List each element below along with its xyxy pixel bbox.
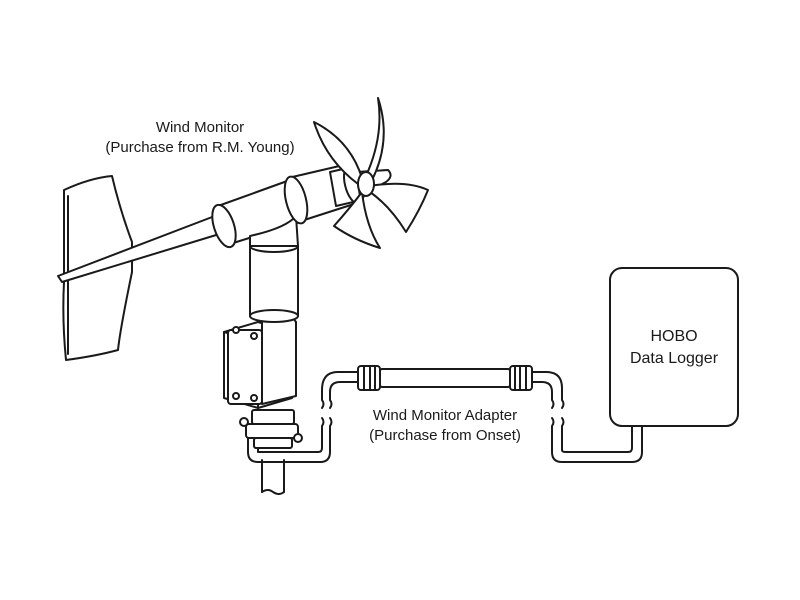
hobo-data-logger: [609, 267, 739, 427]
cable-left: [247, 371, 363, 463]
wind-monitor-label-line2: (Purchase from R.M. Young): [105, 139, 295, 156]
adapter-label-line1: Wind Monitor Adapter: [372, 407, 518, 424]
junction-box: [223, 313, 297, 409]
cable-right: [527, 371, 643, 463]
mounting-clamp: [239, 409, 303, 449]
wind-monitor-adapter: [357, 365, 533, 391]
propeller: [313, 97, 429, 249]
wind-monitor-label-line1: Wind Monitor: [155, 119, 245, 136]
monitor-mast: [249, 239, 299, 323]
adapter-label: Wind Monitor Adapter (Purchase from Onse…: [330, 406, 560, 446]
logger-label: HOBO Data Logger: [612, 326, 736, 370]
logger-label-line2: Data Logger: [629, 350, 719, 367]
wind-monitor-label: Wind Monitor (Purchase from R.M. Young): [70, 118, 330, 158]
mast-pole: [261, 459, 285, 495]
logger-label-line1: HOBO: [650, 328, 698, 345]
cable-break-marks: [318, 399, 566, 427]
adapter-label-line2: (Purchase from Onset): [369, 427, 521, 444]
